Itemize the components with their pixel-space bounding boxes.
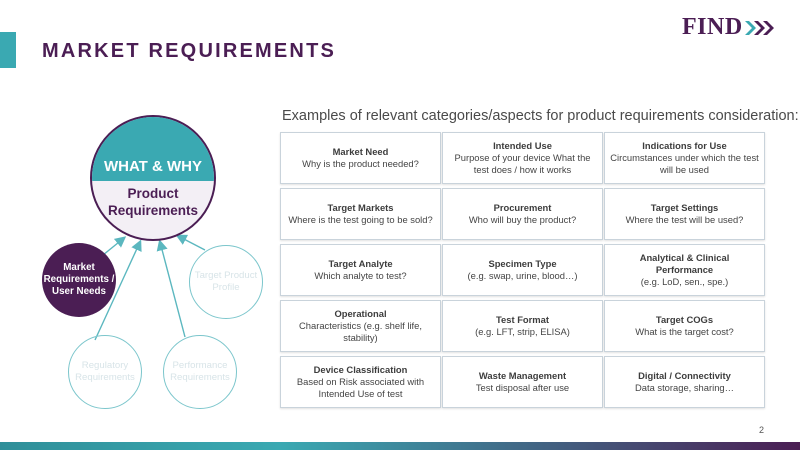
- subtitle: Examples of relevant categories/aspects …: [282, 108, 799, 124]
- card-title: Target Markets: [327, 202, 394, 213]
- card-text: What is the target cost?: [635, 326, 734, 337]
- card-text: Circumstances under which the test will …: [610, 152, 759, 175]
- card-text: (e.g. LFT, strip, ELISA): [475, 326, 570, 337]
- card-title: Target Analyte: [328, 258, 393, 269]
- card-intended-use: Intended Use Purpose of your device What…: [442, 132, 603, 184]
- logo-text: FIND: [682, 14, 743, 40]
- market-requirements-circle: Market Requirements / User Needs: [42, 243, 116, 317]
- regulatory-requirements-label: Regulatory Requirements: [75, 360, 135, 383]
- card-text: Purpose of your device What the test doe…: [454, 152, 591, 175]
- target-product-profile-circle: Target Product Profile: [189, 245, 263, 319]
- performance-requirements-label: Performance Requirements: [170, 360, 230, 383]
- card-title: Indications for Use: [642, 140, 727, 151]
- card-title: Intended Use: [493, 140, 552, 151]
- card-title: Target Settings: [650, 202, 719, 213]
- card-title: Digital / Connectivity: [638, 370, 731, 381]
- card-title: Target COGs: [655, 314, 714, 325]
- card-text: (e.g. LoD, sen., spe.): [640, 276, 729, 287]
- what-why-segment: WHAT & WHY: [92, 117, 214, 181]
- product-requirements-segment: Product Requirements: [92, 181, 214, 239]
- logo-arrows-icon: [744, 20, 774, 35]
- card-title: Waste Management: [478, 370, 567, 381]
- title-accent-bar: [0, 32, 16, 68]
- card-text: Why is the product needed?: [302, 158, 419, 169]
- card-title: Analytical & Clinical Performance: [639, 252, 730, 275]
- requirements-diagram: WHAT & WHY Product Requirements Market R…: [0, 0, 280, 450]
- card-target-analyte: Target Analyte Which analyte to test?: [280, 244, 441, 296]
- card-indications-for-use: Indications for Use Circumstances under …: [604, 132, 765, 184]
- card-title: Test Format: [496, 314, 549, 325]
- card-device-classification: Device Classification Based on Risk asso…: [280, 356, 441, 408]
- card-procurement: Procurement Who will buy the product?: [442, 188, 603, 240]
- card-test-format: Test Format (e.g. LFT, strip, ELISA): [442, 300, 603, 352]
- card-target-settings: Target Settings Where the test will be u…: [604, 188, 765, 240]
- card-text: Test disposal after use: [475, 382, 570, 393]
- market-requirements-label: Market Requirements / User Needs: [43, 262, 115, 297]
- card-title: Operational: [334, 308, 387, 319]
- card-market-need: Market Need Why is the product needed?: [280, 132, 441, 184]
- card-operational: Operational Characteristics (e.g. shelf …: [280, 300, 441, 352]
- card-text: Where is the test going to be sold?: [288, 214, 433, 225]
- card-title: Device Classification: [313, 364, 408, 375]
- performance-requirements-circle: Performance Requirements: [163, 335, 237, 409]
- card-digital-connectivity: Digital / Connectivity Data storage, sha…: [604, 356, 765, 408]
- what-why-label: WHAT & WHY: [103, 158, 203, 175]
- regulatory-requirements-circle: Regulatory Requirements: [68, 335, 142, 409]
- page-number: 2: [758, 425, 764, 435]
- diagram-arrows: [94, 234, 206, 341]
- card-target-markets: Target Markets Where is the test going t…: [280, 188, 441, 240]
- card-waste-management: Waste Management Test disposal after use: [442, 356, 603, 408]
- card-text: Who will buy the product?: [468, 214, 577, 225]
- card-text: Where the test will be used?: [625, 214, 744, 225]
- product-requirements-label: Product Requirements: [107, 186, 199, 218]
- card-text: Characteristics (e.g. shelf life, stabil…: [299, 320, 422, 343]
- card-specimen-type: Specimen Type (e.g. swap, urine, blood…): [442, 244, 603, 296]
- card-title: Procurement: [493, 202, 552, 213]
- card-title: Specimen Type: [488, 258, 557, 269]
- page-title: MARKET REQUIREMENTS: [42, 40, 337, 62]
- requirements-grid: Market Need Why is the product needed? I…: [280, 132, 765, 408]
- card-text: Based on Risk associated with Intended U…: [296, 376, 425, 399]
- product-requirements-circle: WHAT & WHY Product Requirements: [90, 115, 216, 241]
- card-text: Which analyte to test?: [314, 270, 407, 281]
- card-text: (e.g. swap, urine, blood…): [467, 270, 578, 281]
- footer-bar: [0, 442, 800, 450]
- target-product-profile-label: Target Product Profile: [194, 270, 258, 293]
- card-analytical-clinical-performance: Analytical & Clinical Performance (e.g. …: [604, 244, 765, 296]
- card-title: Market Need: [332, 146, 389, 157]
- card-text: Data storage, sharing…: [634, 382, 734, 393]
- card-target-cogs: Target COGs What is the target cost?: [604, 300, 765, 352]
- find-logo: FIND: [682, 14, 775, 41]
